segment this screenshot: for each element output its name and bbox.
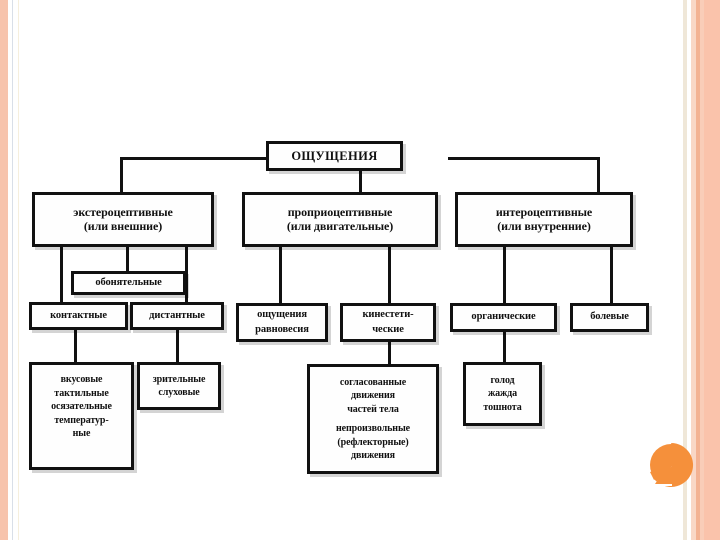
node-label: контактные [50, 309, 107, 321]
node-label-line-1: вкусовые [60, 374, 103, 385]
connector-root-stem [359, 171, 362, 192]
node-label-line-4: температур- [54, 414, 109, 426]
node-label-line-1: голод [490, 374, 515, 386]
node-label-line-1: интероцептивные [495, 204, 593, 219]
connector-intero-to-pain [610, 247, 613, 303]
connector-extero-to-distant [185, 247, 188, 302]
node-label-line-2: равновесия [255, 323, 309, 335]
node-label-line-2: ческие [372, 323, 404, 335]
node-label-line-1: проприоцептивные [287, 204, 393, 219]
node-label-line-2: (или внутренние) [497, 218, 591, 233]
node-label-line-3: частей тела [347, 403, 399, 415]
connector-distant-to-leaf [176, 330, 179, 362]
connector-proprio-to-kinesthetic [388, 247, 391, 303]
node-label-line-1: ощущения [257, 309, 307, 321]
node-root-sensations[interactable]: ОЩУЩЕНИЯ [266, 141, 403, 171]
node-label-line-2: слуховые [158, 387, 200, 398]
node-exteroceptive[interactable]: экстероцептивные (или внешние) [32, 192, 214, 247]
connector-root-to-extero-v [120, 157, 123, 192]
node-label-line-2: жажда [487, 388, 518, 400]
node-label-line-2: тактильные [54, 387, 109, 399]
connector-organic-to-leaf [503, 332, 506, 362]
node-distant[interactable]: дистантные [130, 302, 224, 330]
node-label-line-1: кинестети- [362, 309, 414, 321]
node-label-line-3: тошнота [483, 401, 522, 413]
slide-left-border-stripes [0, 0, 22, 540]
node-organic-details[interactable]: голод жажда тошнота [463, 362, 542, 426]
connector-root-to-intero-h [448, 157, 600, 160]
connector-contact-to-leaf [74, 330, 77, 362]
node-organic[interactable]: органические [450, 303, 557, 332]
connector-extero-to-contact [60, 247, 63, 302]
node-interoceptive[interactable]: интероцептивные (или внутренние) [455, 192, 633, 247]
node-label-line-2: движения [351, 390, 395, 401]
node-label: ОЩУЩЕНИЯ [291, 148, 378, 163]
node-olfactory[interactable]: обонятельные [71, 271, 186, 295]
node-label-line-1: экстероцептивные [73, 204, 173, 219]
connector-root-to-intero-v [597, 157, 600, 192]
node-kinesthetic[interactable]: кинестети- ческие [340, 303, 436, 342]
node-label-line-5: ные [72, 428, 91, 439]
node-label-line-4: непроизвольные [335, 423, 410, 434]
node-label-line-2: (или двигательные) [286, 218, 394, 233]
node-label-line-6: движения [351, 450, 395, 461]
connector-kinesthetic-to-leaf [388, 342, 391, 364]
node-contact[interactable]: контактные [29, 302, 128, 330]
connector-root-to-extero-h [120, 157, 270, 160]
orange-pacman-icon [650, 442, 694, 487]
connector-extero-to-olfactory [126, 247, 129, 271]
node-distant-modalities[interactable]: зрительные слуховые [137, 362, 221, 410]
node-kinesthetic-details[interactable]: согласованные движения частей тела непро… [307, 364, 439, 474]
node-label: болевые [590, 311, 629, 323]
node-label: дистантные [149, 309, 205, 321]
connector-intero-to-organic [503, 247, 506, 303]
node-contact-modalities[interactable]: вкусовые тактильные осязательные темпера… [29, 362, 134, 470]
node-proprioceptive[interactable]: проприоцептивные (или двигательные) [242, 192, 438, 247]
node-label: органические [471, 311, 536, 323]
node-label-line-5: (рефлекторные) [337, 436, 409, 448]
connector-proprio-to-balance [279, 247, 282, 303]
node-label-line-2: (или внешние) [83, 218, 163, 233]
node-label-line-1: зрительные [152, 373, 206, 385]
node-label: обонятельные [95, 276, 162, 288]
node-label-line-3: осязательные [51, 401, 112, 412]
node-label-line-1: согласованные [339, 376, 407, 388]
node-balance-sensations[interactable]: ощущения равновесия [236, 303, 328, 342]
node-pain[interactable]: болевые [570, 303, 649, 332]
